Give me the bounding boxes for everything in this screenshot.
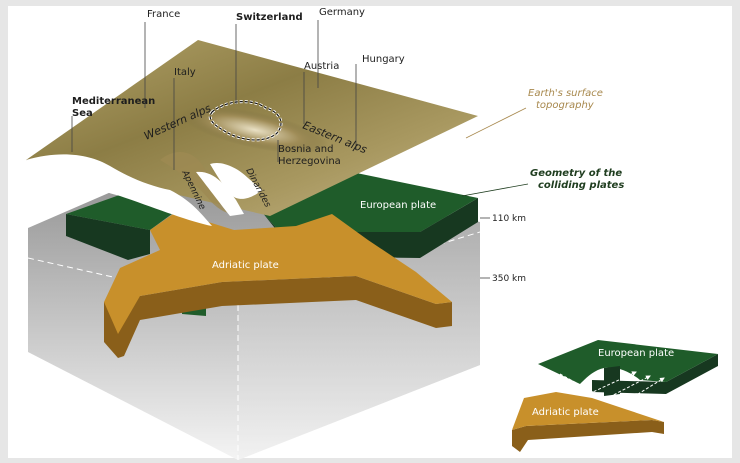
inset-diagram (512, 340, 718, 452)
label-france: France (147, 9, 180, 20)
label-inset-european-plate: European plate (598, 348, 674, 359)
label-germany: Germany (319, 7, 365, 18)
adriatic-plate-block (104, 212, 452, 358)
map-labels: France Switzerland Germany Austria Hunga… (72, 7, 674, 418)
surface-topography-map (26, 40, 478, 226)
label-depth-110: 110 km (492, 214, 526, 224)
label-bosnia-line1: Bosnia and (278, 144, 333, 155)
label-sea-line1: Mediterranean (72, 96, 155, 107)
label-italy: Italy (174, 67, 196, 78)
label-hungary: Hungary (362, 54, 405, 65)
label-austria: Austria (304, 61, 339, 72)
callout-lines (71, 20, 529, 279)
callout-geometry-line2: colliding plates (538, 180, 624, 191)
label-switzerland: Switzerland (236, 12, 303, 23)
label-inset-adriatic-plate: Adriatic plate (532, 407, 599, 418)
callout-geometry-line1: Geometry of the (530, 168, 622, 179)
label-european-plate: European plate (360, 200, 436, 211)
callout-surface-line1: Earth's surface (528, 88, 603, 99)
label-sea-line2: Sea (72, 108, 93, 119)
callout-surface-line2: topography (536, 100, 595, 111)
label-depth-350: 350 km (492, 274, 526, 284)
label-bosnia-line2: Herzegovina (278, 156, 341, 167)
label-adriatic-plate: Adriatic plate (212, 260, 279, 271)
